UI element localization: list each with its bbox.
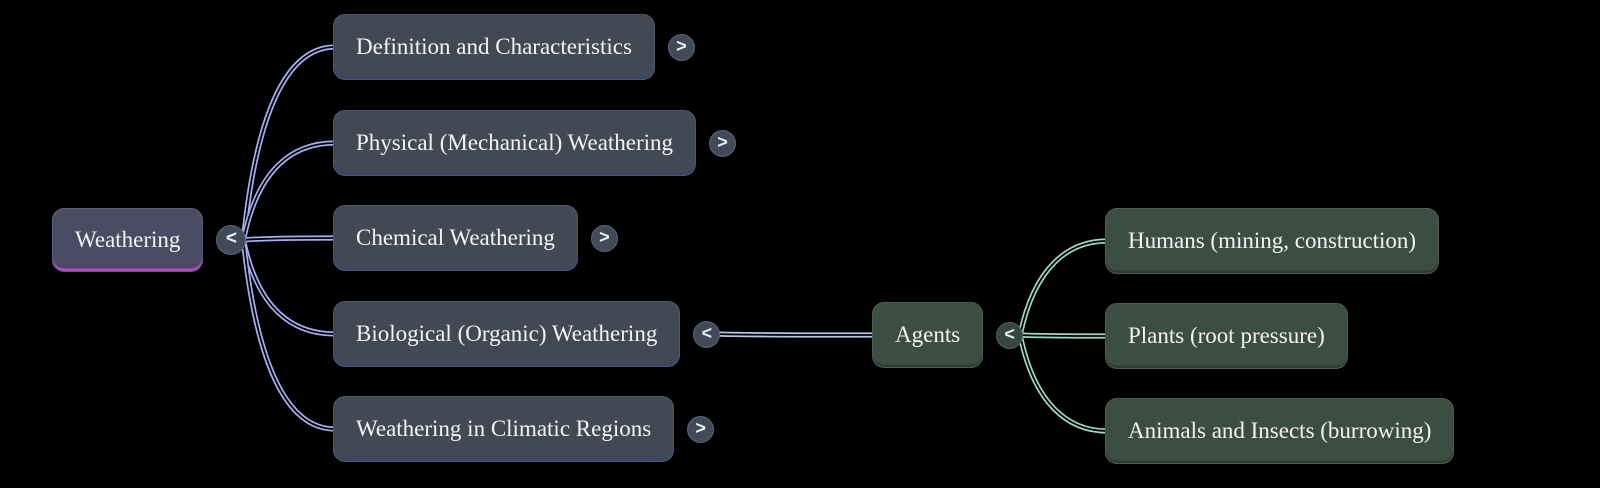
node-label: Weathering in Climatic Regions — [356, 416, 652, 441]
node-biological-weathering[interactable]: Biological (Organic) Weathering — [333, 301, 681, 367]
expand-toggle-definition[interactable]: > — [667, 33, 695, 61]
node-weathering-root[interactable]: Weathering — [52, 208, 204, 272]
branch-link — [242, 239, 336, 430]
branch-physical: Physical (Mechanical) Weathering > — [333, 110, 737, 176]
node-label: Chemical Weathering — [356, 225, 555, 250]
node-label: Humans (mining, construction) — [1128, 228, 1417, 253]
collapse-toggle-root[interactable]: < — [216, 225, 247, 255]
node-agents[interactable]: Agents — [872, 302, 984, 368]
collapse-toggle-biological[interactable]: < — [693, 320, 721, 348]
expand-toggle-climatic[interactable]: > — [687, 415, 715, 443]
branch-link — [1019, 334, 1108, 432]
node-label: Plants (root pressure) — [1128, 323, 1325, 348]
branch-agents: Agents < — [872, 302, 1024, 368]
node-physical-weathering[interactable]: Physical (Mechanical) Weathering — [333, 110, 697, 176]
node-label: Agents — [895, 322, 961, 347]
collapse-toggle-agents[interactable]: < — [996, 321, 1024, 349]
expand-toggle-chemical[interactable]: > — [590, 224, 618, 252]
branch-link — [242, 237, 336, 241]
branch-biological: Biological (Organic) Weathering < — [333, 301, 721, 367]
branch-root: Weathering < — [52, 208, 247, 272]
node-humans[interactable]: Humans (mining, construction) — [1105, 208, 1440, 274]
branch-link — [716, 333, 875, 336]
node-climatic-regions[interactable]: Weathering in Climatic Regions — [333, 396, 675, 462]
node-label: Physical (Mechanical) Weathering — [356, 130, 674, 155]
node-definition-characteristics[interactable]: Definition and Characteristics — [333, 14, 655, 80]
branch-link — [1019, 240, 1108, 336]
node-label: Biological (Organic) Weathering — [356, 321, 658, 346]
branch-link — [1019, 334, 1108, 337]
node-chemical-weathering[interactable]: Chemical Weathering — [333, 205, 578, 271]
node-plants[interactable]: Plants (root pressure) — [1105, 303, 1348, 369]
branch-humans: Humans (mining, construction) — [1105, 208, 1440, 274]
branch-climatic: Weathering in Climatic Regions > — [333, 396, 715, 462]
branch-plants: Plants (root pressure) — [1105, 303, 1348, 369]
node-animals[interactable]: Animals and Insects (burrowing) — [1105, 398, 1455, 464]
branch-link — [242, 239, 336, 335]
node-label: Weathering — [75, 227, 181, 252]
expand-toggle-physical[interactable]: > — [709, 129, 737, 157]
branch-chemical: Chemical Weathering > — [333, 205, 618, 271]
node-label: Animals and Insects (burrowing) — [1128, 418, 1432, 443]
branch-link — [242, 46, 336, 241]
branch-link — [242, 142, 336, 241]
node-label: Definition and Characteristics — [356, 34, 632, 59]
branch-definition: Definition and Characteristics > — [333, 14, 695, 80]
branch-animals: Animals and Insects (burrowing) — [1105, 398, 1455, 464]
